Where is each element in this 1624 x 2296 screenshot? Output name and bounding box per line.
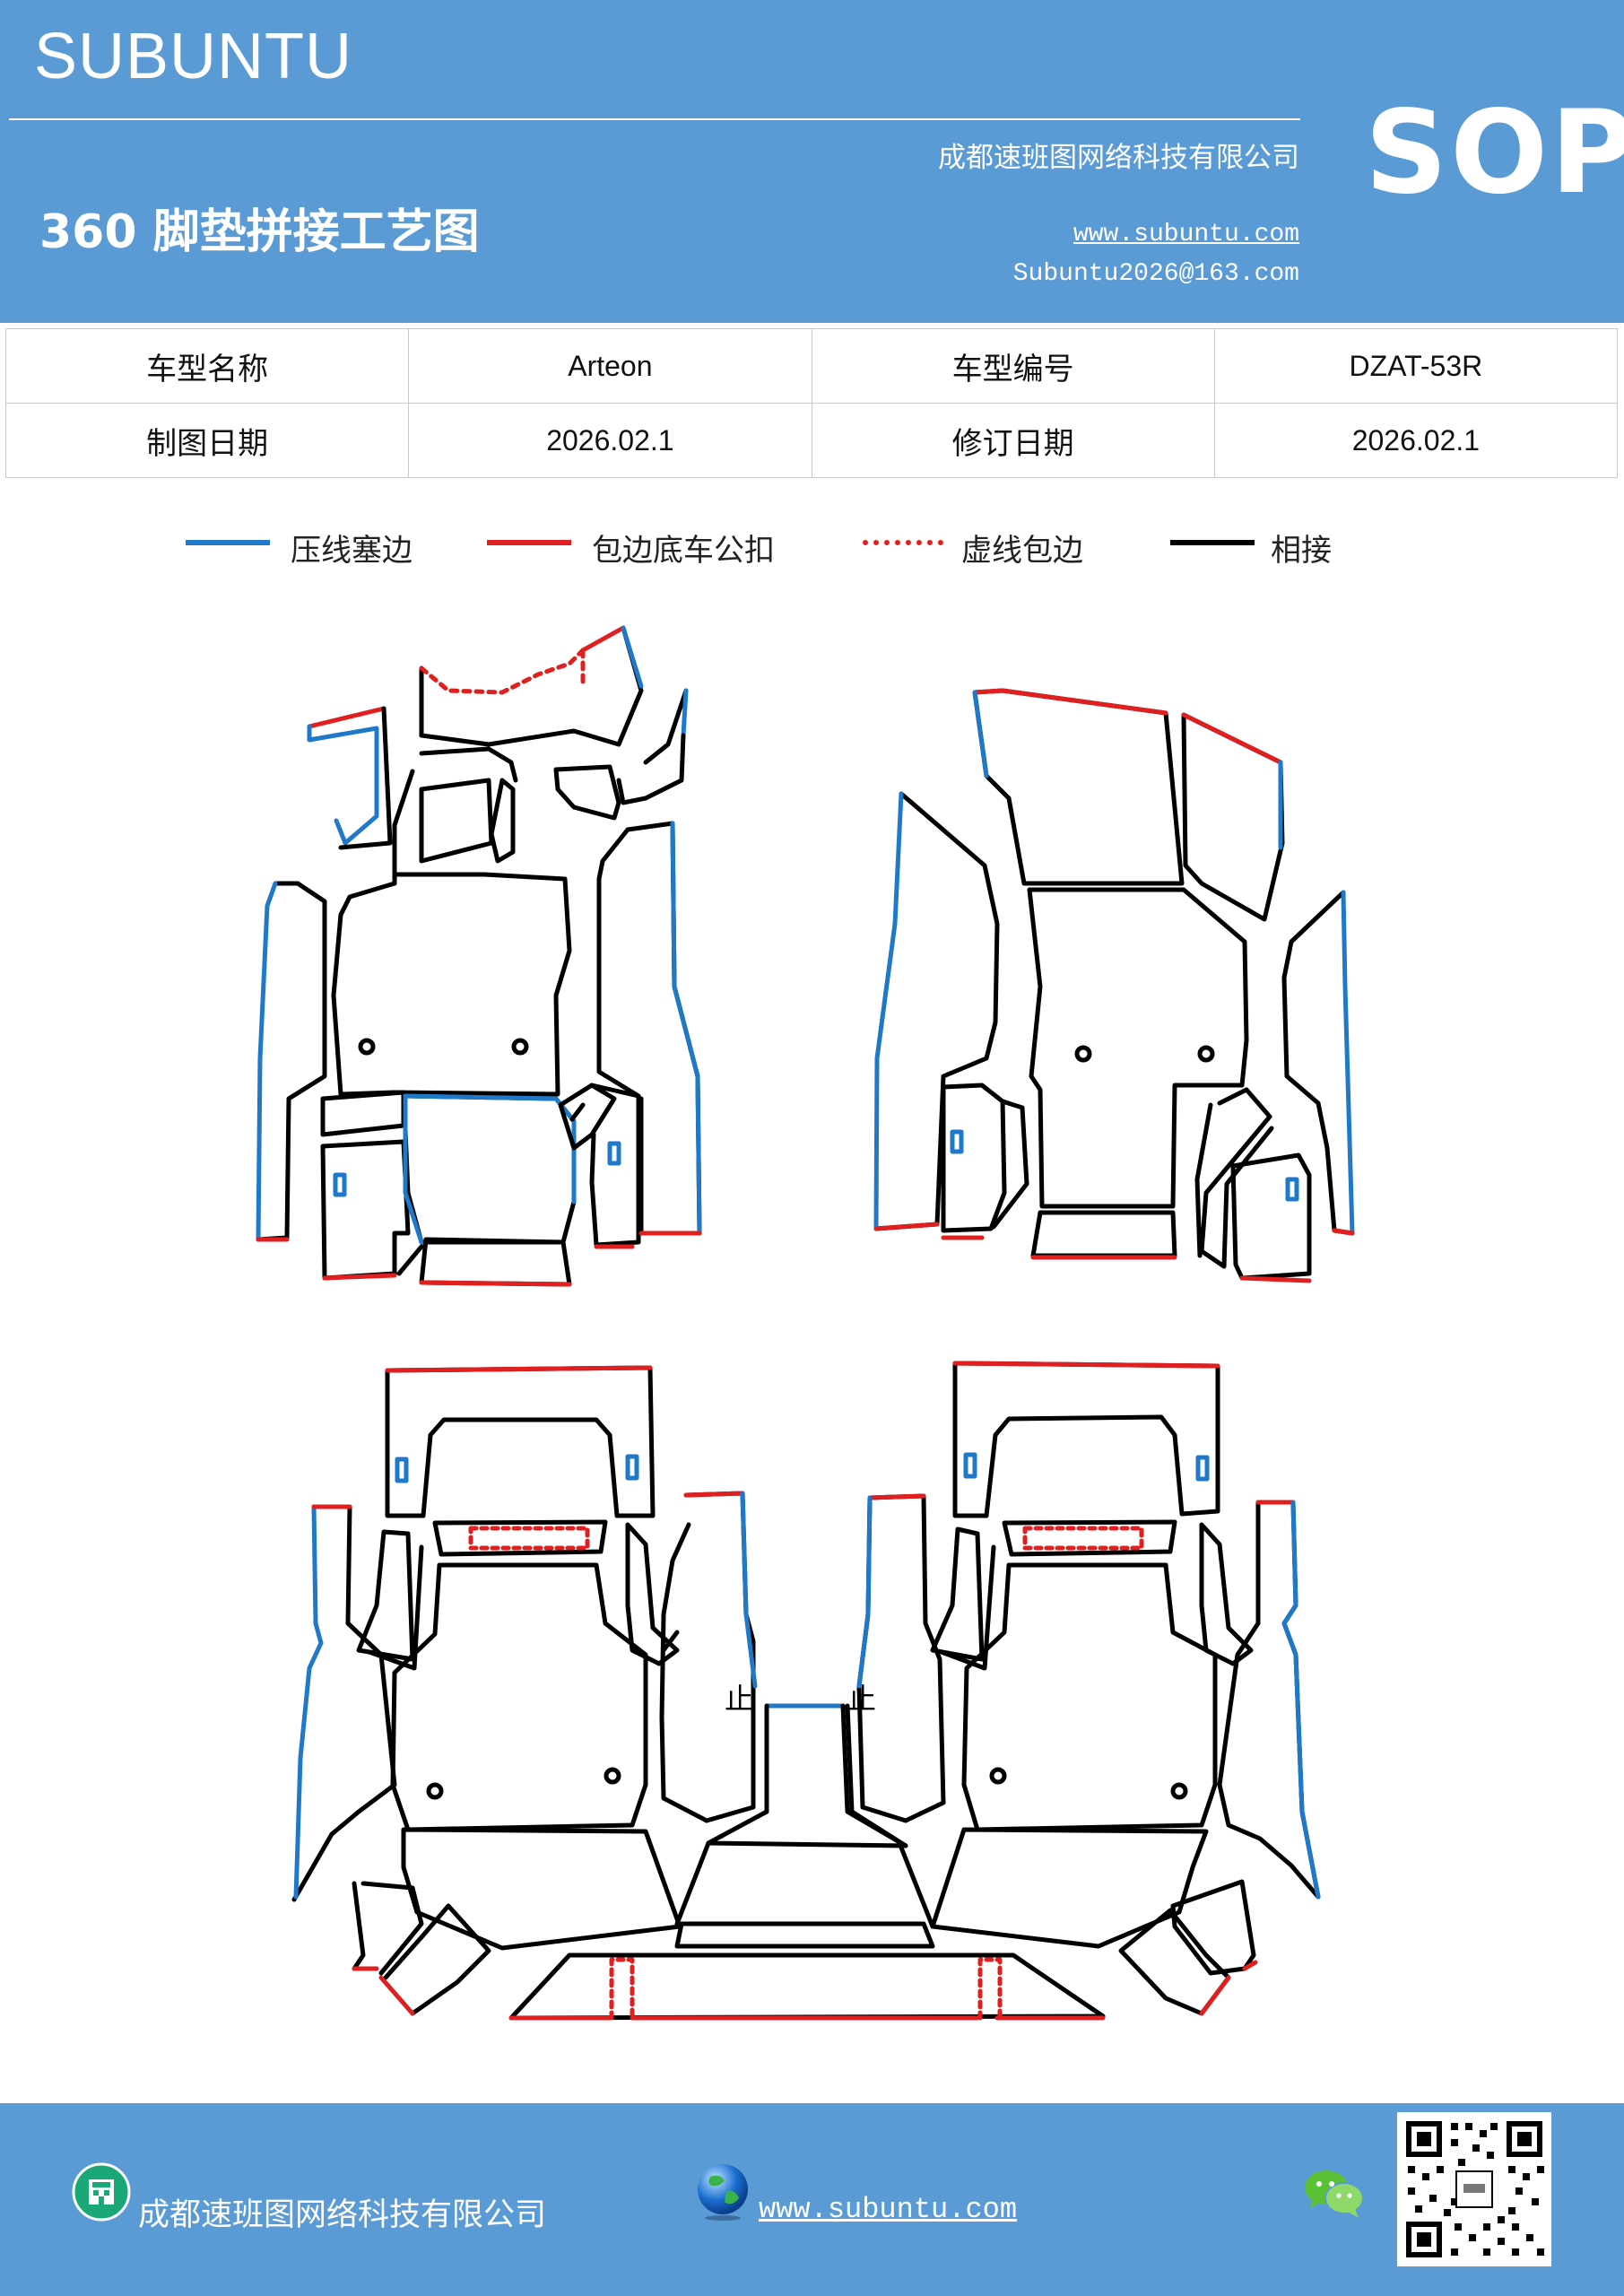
brand-logo-text: SUBUNTU <box>34 21 353 92</box>
model-name-value: Arteon <box>408 328 812 404</box>
rear-right-mat <box>674 1361 1321 2016</box>
model-code-label: 车型编号 <box>811 328 1215 404</box>
table-row: 制图日期 2026.02.1 修订日期 2026.02.1 <box>4 403 1619 478</box>
globe-icon <box>698 2164 748 2221</box>
footer-website-link[interactable]: www.subuntu.com <box>759 2193 1018 2226</box>
company-name: 成都速班图网络科技有限公司 <box>938 142 1299 174</box>
legend-label: 包边底车公扣 <box>592 533 775 569</box>
legend-swatch <box>863 540 943 545</box>
page-header: SUBUNTU SOP 成都速班图网络科技有限公司 360 脚垫拼接工艺图 ww… <box>0 0 1624 323</box>
model-code-value: DZAT-53R <box>1213 328 1619 404</box>
draw-date-value: 2026.02.1 <box>408 403 812 478</box>
page-title: 360 脚垫拼接工艺图 <box>39 205 480 259</box>
revise-date-value: 2026.02.1 <box>1213 403 1619 478</box>
page-footer: 成都速班图网络科技有限公司 www.subuntu.com <box>0 2103 1624 2296</box>
legend-swatch <box>186 540 270 545</box>
building-icon <box>72 2162 131 2222</box>
rear-left-mat <box>291 1365 1106 2021</box>
footer-company-name: 成都速班图网络科技有限公司 <box>138 2197 547 2233</box>
model-name-label: 车型名称 <box>4 328 410 404</box>
front-left-mat <box>256 625 702 1287</box>
stop-mark-left: 止 <box>725 1682 753 1716</box>
table-row: 车型名称 Arteon 车型编号 DZAT-53R <box>4 328 1619 404</box>
website-link[interactable]: www.subuntu.com <box>1073 221 1299 248</box>
model-info-table: 车型名称 Arteon 车型编号 DZAT-53R 制图日期 2026.02.1… <box>4 328 1619 478</box>
floor-mat-diagram: 止 止 <box>256 625 1355 2021</box>
legend-label: 压线塞边 <box>291 533 413 569</box>
front-right-mat <box>873 688 1355 1283</box>
sop-label: SOP <box>1365 86 1624 220</box>
revise-date-label: 修订日期 <box>811 403 1215 478</box>
legend-label: 相接 <box>1271 533 1332 569</box>
header-divider <box>9 118 1300 120</box>
legend-swatch <box>1170 540 1255 545</box>
draw-date-label: 制图日期 <box>4 403 410 478</box>
legend-swatch <box>487 540 571 545</box>
email-address: Subuntu2026@163.com <box>1012 260 1299 288</box>
legend-label: 虚线包边 <box>961 533 1083 569</box>
wechat-icon[interactable] <box>1303 2168 1366 2220</box>
qr-code-icon <box>1397 2112 1551 2266</box>
stop-mark-right: 止 <box>847 1682 876 1716</box>
